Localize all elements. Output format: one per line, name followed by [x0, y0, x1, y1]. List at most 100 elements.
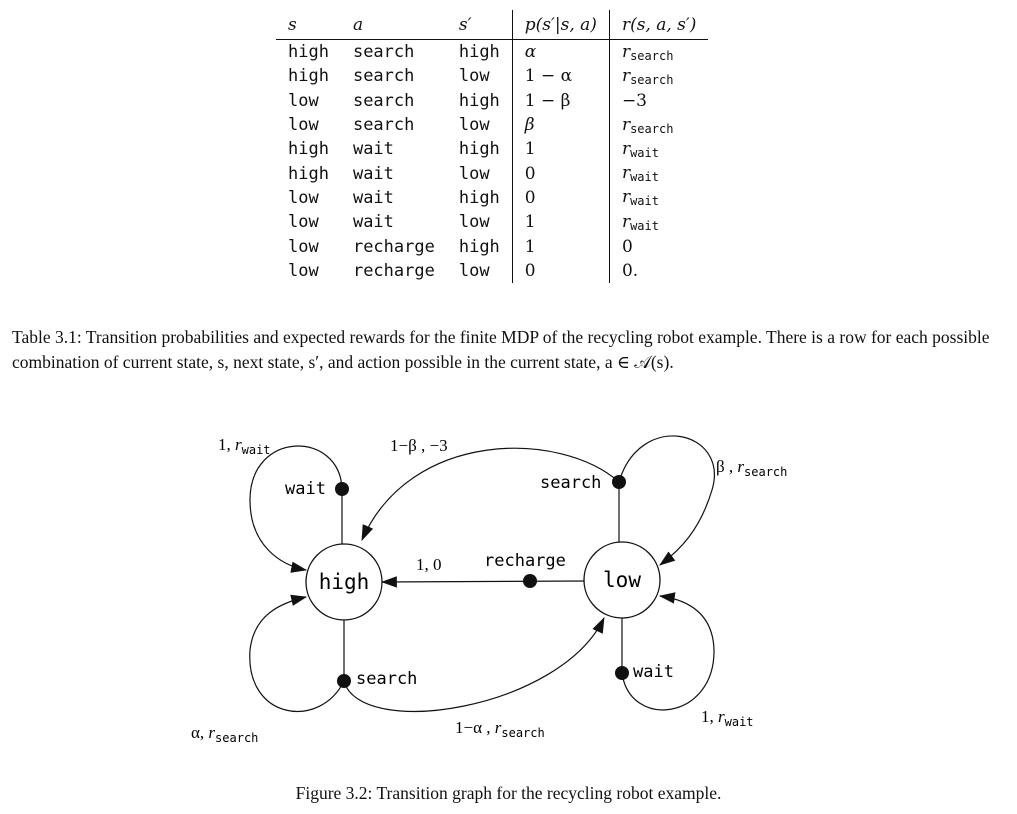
reward-symbol: r — [621, 114, 631, 135]
recharge-action-node — [523, 574, 537, 588]
cell-a: wait — [352, 212, 394, 233]
wait-low-action-label: wait — [633, 662, 674, 682]
search-high-self-edge — [249, 594, 345, 713]
recharge-action-label: recharge — [484, 551, 566, 571]
search-low-to-high-edge — [361, 447, 620, 542]
cell-sprime: high — [446, 234, 513, 259]
reward-subscript: wait — [630, 170, 659, 185]
reward-symbol: r — [621, 187, 631, 208]
reward-symbol: r — [621, 211, 631, 232]
search-low-self-edge — [618, 435, 715, 566]
reward-subscript: search — [630, 72, 674, 87]
cell-a: recharge — [352, 260, 435, 281]
cell-s: high — [288, 163, 329, 184]
search-high-to-low-edge — [343, 616, 605, 712]
cell-reward: rwait — [609, 161, 708, 185]
cell-s: low — [288, 212, 319, 233]
wait-high-loop-edge — [249, 445, 343, 573]
table-header-row: s a s′ p(s′|s, a) r(s, a, s′) — [276, 10, 709, 40]
cell-sprime: high — [446, 185, 513, 211]
cell-prob: 0 — [512, 161, 610, 186]
cell-a: recharge — [352, 236, 435, 257]
wait-high-edge-label: 1, rwait — [218, 435, 271, 457]
wait-low-self-label: 1, rwait — [701, 707, 754, 729]
cell-prob: 0 — [512, 258, 610, 283]
cell-a: search — [352, 66, 415, 87]
cell-a: wait — [352, 187, 394, 208]
reward-symbol: r — [621, 138, 631, 159]
state-high-label: high — [319, 570, 370, 594]
cell-prob: 1 — [512, 210, 610, 235]
reward-subscript: search — [630, 48, 674, 63]
cell-sprime: low — [446, 161, 513, 186]
transition-table: s a s′ p(s′|s, a) r(s, a, s′) high search… — [276, 10, 709, 283]
cell-sprime: low — [446, 112, 513, 138]
cell-a: wait — [352, 163, 394, 184]
cell-prob: 0 — [512, 185, 610, 211]
cell-sprime: high — [446, 39, 513, 65]
cell-s: low — [288, 236, 319, 257]
cell-reward: rsearch — [609, 64, 708, 88]
cell-reward: rwait — [609, 186, 708, 210]
header-sprime: s′ — [446, 10, 513, 40]
cell-prob: 1 — [512, 234, 610, 259]
cell-reward: 0 — [621, 236, 633, 257]
cell-sprime: low — [446, 64, 513, 89]
header-reward: r(s, a, s′) — [621, 14, 697, 35]
reward-subscript: search — [630, 121, 674, 136]
cell-reward: rsearch — [609, 40, 708, 65]
cell-reward: 0. — [621, 260, 639, 281]
cell-a: search — [352, 115, 415, 136]
header-a: a — [352, 14, 364, 35]
cell-a: search — [352, 42, 415, 63]
cell-s: low — [288, 115, 319, 136]
header-s: s — [288, 14, 297, 35]
cell-reward: rwait — [609, 137, 708, 161]
cell-sprime: low — [446, 210, 513, 235]
reward-symbol: r — [621, 41, 631, 62]
search-low-to-high-label: 1−β , −3 — [390, 436, 448, 455]
search-high-to-low-label: 1−α , rsearch — [455, 718, 545, 740]
header-prob: p(s′|s, a) — [512, 10, 610, 40]
cell-sprime: low — [446, 258, 513, 283]
search-high-action-label: search — [356, 669, 417, 689]
cell-reward: rsearch — [609, 113, 708, 137]
cell-s: high — [288, 139, 329, 160]
reward-symbol: r — [621, 163, 631, 184]
wait-low-self-edge — [621, 592, 715, 711]
cell-prob: α — [512, 39, 610, 65]
search-low-action-label: search — [540, 473, 601, 493]
cell-a: wait — [352, 139, 394, 160]
cell-prob: 1 − β — [512, 88, 610, 113]
figure-caption: Figure 3.2: Transition graph for the rec… — [295, 783, 722, 803]
cell-s: low — [288, 90, 319, 111]
cell-sprime: high — [446, 137, 513, 162]
reward-subscript: wait — [630, 145, 659, 160]
cell-prob: 1 − α — [512, 64, 610, 89]
cell-reward: −3 — [621, 90, 647, 111]
cell-s: high — [288, 42, 329, 63]
reward-symbol: r — [621, 65, 631, 86]
cell-reward: rwait — [609, 210, 708, 234]
reward-subscript: wait — [630, 218, 659, 233]
recharge-edge — [380, 576, 585, 588]
cell-s: high — [288, 66, 329, 87]
cell-prob: 1 — [512, 137, 610, 162]
search-high-self-label: α, rsearch — [191, 723, 258, 745]
reward-subscript: wait — [630, 194, 659, 209]
cell-s: low — [288, 260, 319, 281]
state-low-label: low — [603, 568, 641, 592]
table-caption: Table 3.1: Transition probabilities and … — [12, 327, 990, 372]
